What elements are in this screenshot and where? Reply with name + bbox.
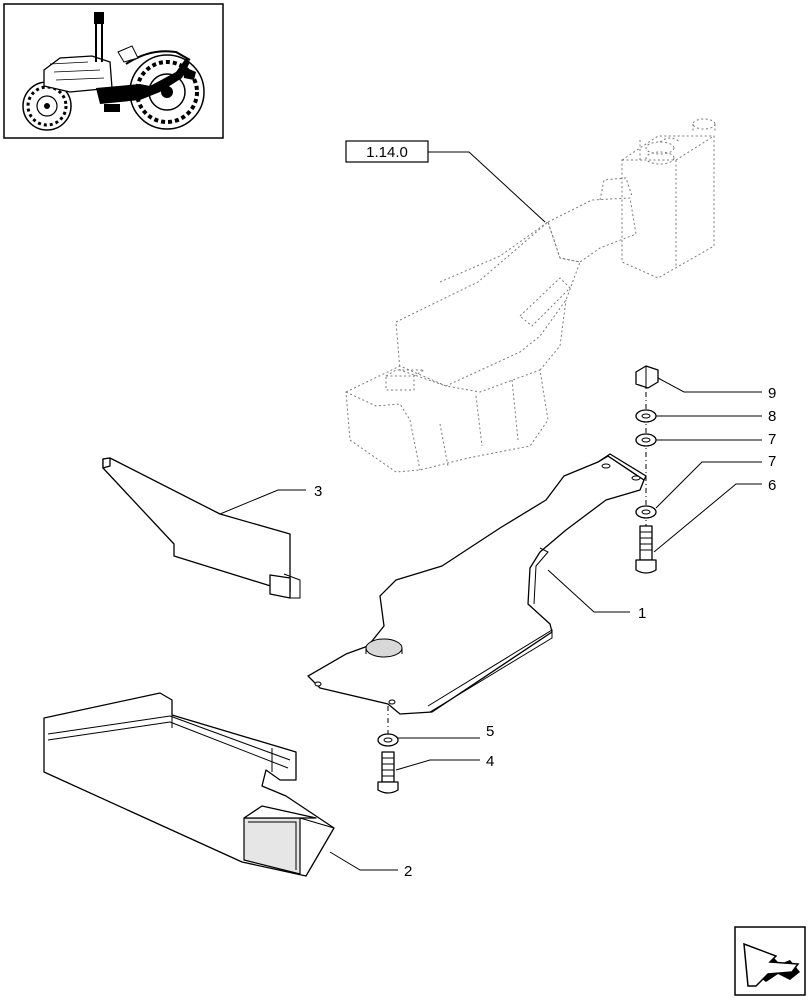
tractor-thumbnail-icon [3,3,224,139]
box-cover-part-2 [43,692,335,877]
fuel-tank-ghost [345,118,716,473]
callout-8: 8 [768,408,776,425]
callout-6: 6 [768,477,776,494]
callout-3: 3 [314,483,322,500]
washer-part-7-upper [635,433,657,447]
callout-7-lower: 7 [768,453,776,470]
lock-washer-part-8 [635,409,657,423]
washer-part-7-lower [635,505,657,519]
leader-4 [395,759,480,771]
next-page-arrow-icon[interactable] [734,926,806,996]
callout-2: 2 [404,863,412,880]
washer-part-5 [377,733,399,747]
leader-2 [329,851,398,871]
leader-9 [657,377,762,393]
callout-4: 4 [486,753,494,770]
nut-part-9 [635,365,659,389]
callout-9: 9 [768,385,776,402]
bracket-plate-part-1 [307,453,647,715]
callout-1: 1 [638,605,646,622]
shield-plate-part-3 [102,457,301,599]
leader-7-lower [655,461,762,509]
leader-6 [653,483,762,553]
svg-text:1.14.0: 1.14.0 [366,144,408,161]
reference-label: 1.14.0 [345,140,546,223]
leader-3 [219,489,306,515]
leader-1 [547,569,630,613]
callout-7-upper: 7 [768,431,776,448]
bolt-part-6 [635,525,657,574]
bolt-part-4 [377,751,399,794]
callout-5: 5 [486,723,494,740]
